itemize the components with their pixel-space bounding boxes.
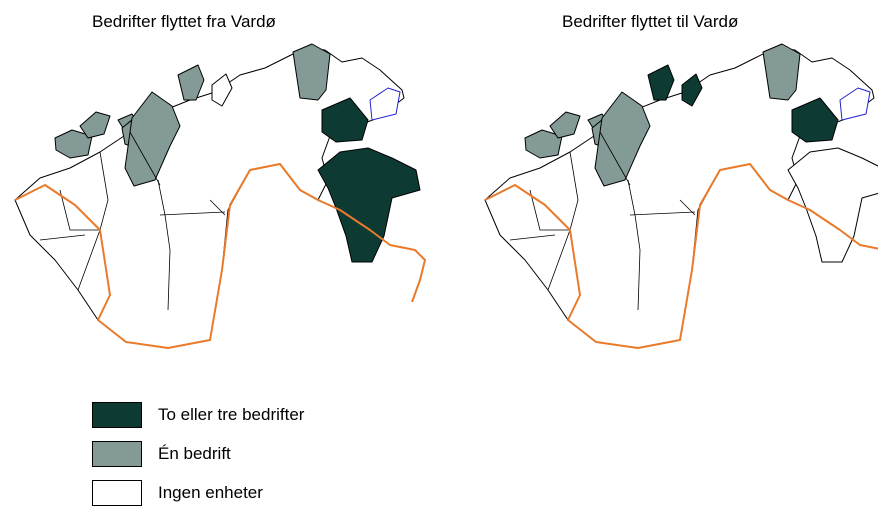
municipality-boundary-1: [157, 179, 171, 311]
region-finnmark_n: [647, 64, 675, 101]
municipality-boundary-6: [629, 211, 696, 216]
map-left: [14, 43, 426, 349]
region-islands_w2: [79, 111, 111, 139]
municipality-boundary-6: [159, 211, 226, 216]
region-islands_w1: [54, 129, 93, 159]
region-islands_w2: [549, 111, 581, 139]
region-varanger_w: [321, 97, 369, 143]
map-title-left: Bedrifter flyttet fra Vardø: [92, 12, 276, 31]
region-tana: [292, 43, 331, 101]
region-troms_n: [124, 91, 181, 187]
region-finnmark_n: [177, 64, 205, 101]
map-right: [484, 43, 878, 349]
region-tana: [762, 43, 801, 101]
municipality-boundary-0: [77, 151, 109, 291]
region-sor_varanger: [787, 147, 878, 263]
region-troms_n: [594, 91, 651, 187]
legend-swatch-two-three: [92, 402, 142, 428]
map-title-right: Bedrifter flyttet til Vardø: [562, 12, 739, 31]
municipality-boundary-7: [509, 234, 556, 241]
legend-label-one: Én bedrift: [158, 444, 231, 463]
legend-swatch-one: [92, 441, 142, 467]
municipality-boundary-5: [529, 189, 570, 231]
municipality-boundary-4: [599, 131, 631, 186]
municipality-boundary-4: [129, 131, 161, 186]
region-islands_w1: [524, 129, 563, 159]
region-finnmark_mid: [211, 73, 233, 107]
legend-label-none: Ingen enheter: [158, 483, 263, 502]
municipality-boundary-1: [627, 179, 641, 311]
municipality-boundary-0: [547, 151, 579, 291]
national-border: [484, 163, 878, 349]
region-vardo: [369, 87, 401, 121]
municipality-boundary-7: [39, 234, 86, 241]
legend-label-two-three: To eller tre bedrifter: [158, 405, 305, 424]
region-varanger_w: [791, 97, 839, 143]
municipality-boundary-5: [59, 189, 100, 231]
national-border: [14, 163, 426, 349]
region-sor_varanger: [317, 147, 421, 263]
region-vardo: [839, 87, 871, 121]
region-finnmark_mid: [681, 73, 703, 107]
legend-swatch-none: [92, 480, 142, 506]
